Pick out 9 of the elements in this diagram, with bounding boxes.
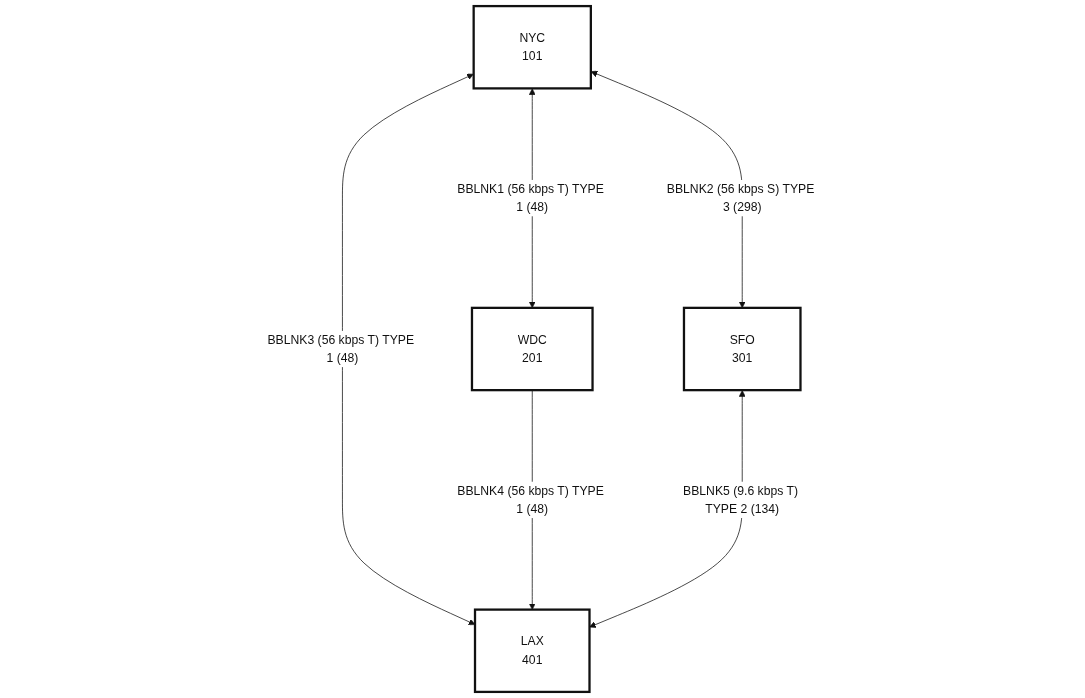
edge-label: BBLNK3 (56 kbps T) TYPE 1 (48) bbox=[267, 333, 415, 365]
node-box: LAX 401 bbox=[474, 608, 591, 694]
edge-label: BBLNK1 (56 kbps T) TYPE 1 (48) bbox=[457, 182, 605, 214]
node-box: NYC 101 bbox=[472, 4, 593, 90]
edge-label: BBLNK4 (56 kbps T) TYPE 1 (48) bbox=[457, 483, 605, 516]
edge-label: BBLNK2 (56 kbps S) TYPE 3 (298) bbox=[666, 182, 815, 214]
edge-label: BBLNK5 (9.6 kbps T) TYPE 2 (134) bbox=[683, 483, 799, 516]
node-box: SFO 301 bbox=[683, 306, 802, 392]
node-box: WDC 201 bbox=[471, 306, 594, 392]
